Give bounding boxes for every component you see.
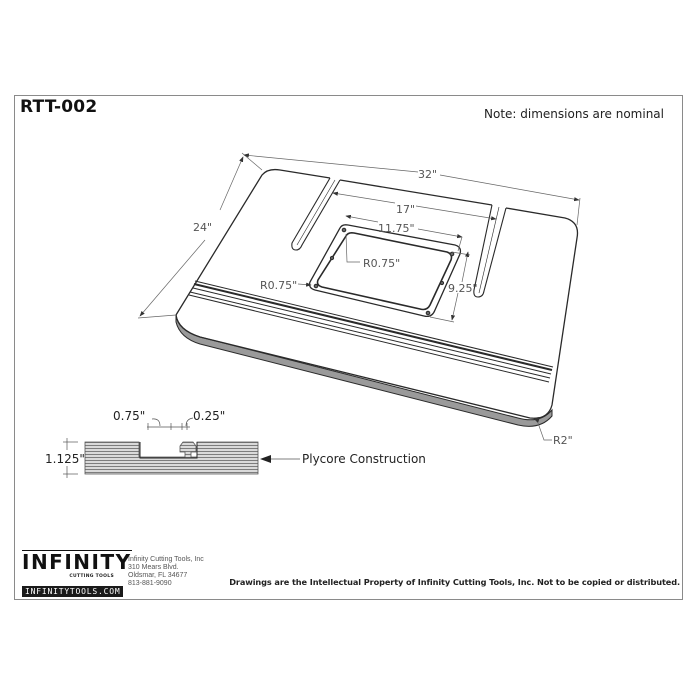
dim-insert-radius-outer: R0.75" — [260, 279, 297, 292]
copyright-notice: Drawings are the Intellectual Property o… — [229, 577, 680, 587]
dim-slot-spacing: 17" — [396, 203, 415, 216]
dim-corner-radius: R2" — [553, 434, 573, 447]
t-track — [188, 280, 554, 383]
table-top — [175, 168, 579, 419]
drawing-frame — [14, 95, 683, 600]
insert-opening — [308, 224, 462, 318]
nominal-note: Note: dimensions are nominal — [484, 107, 664, 121]
dimension-lines — [137, 152, 581, 441]
part-number: RTT-002 — [20, 97, 98, 117]
section-dimension-lines — [63, 417, 300, 478]
dim-insert-width: 11.75" — [378, 222, 415, 235]
plycore-callout: Plycore Construction — [302, 452, 426, 466]
logo-url: INFINITYTOOLS.COM — [22, 586, 124, 597]
dim-insert-radius-inner: R0.75" — [363, 257, 400, 270]
address-city: Oldsmar, FL 34677 — [128, 572, 188, 579]
logo-tagline: CUTTING TOOLS — [69, 574, 114, 579]
dim-insert-depth: 9.25" — [448, 282, 478, 295]
dim-width: 24" — [193, 221, 212, 234]
address-company: Infinity Cutting Tools, Inc — [128, 556, 204, 563]
address-phone: 813-881-9090 — [128, 580, 172, 587]
infinity-logo: INFINITY CUTTING TOOLS INFINITYTOOLS.COM — [22, 550, 132, 598]
section-track-lip: 0.25" — [193, 409, 225, 423]
section-view — [84, 441, 259, 475]
section-thickness: 1.125" — [45, 452, 85, 466]
miter-slot-right — [473, 204, 507, 298]
logo-brand: INFINITY — [22, 550, 132, 574]
address-street: 310 Mears Blvd. — [128, 564, 179, 571]
miter-slot-left — [291, 177, 341, 251]
company-address: Infinity Cutting Tools, Inc 310 Mears Bl… — [128, 556, 204, 588]
dim-length: 32" — [418, 168, 437, 181]
section-track-width: 0.75" — [113, 409, 145, 423]
